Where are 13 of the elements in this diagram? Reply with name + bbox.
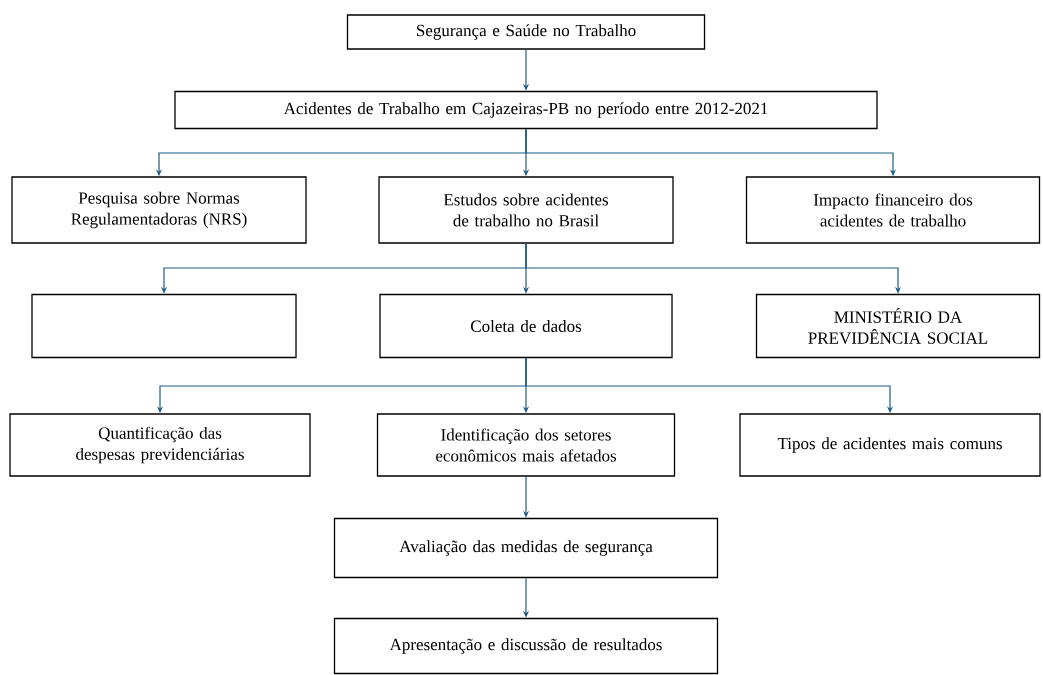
process-box: Acidentes de Trabalho em Cajazeiras-PB no período entre 2012-2021 (174, 90, 878, 130)
process-box: MINISTÉRIO DA PREVIDÊNCIA SOCIAL (755, 293, 1041, 359)
process-box: Estudos sobre acidentes de trabalho no Brasil (378, 176, 674, 244)
process-box: Segurança e Saúde no Trabalho (346, 14, 706, 50)
process-box: Apresentação e discussão de resultados (333, 617, 719, 675)
process-box: Coleta de dados (379, 293, 673, 359)
process-box: Tipos de acidentes mais comuns (739, 413, 1041, 477)
empty-box (31, 293, 297, 359)
process-box: Avaliação das medidas de segurança (333, 517, 719, 579)
process-box: Quantificação das despesas previdenciárias (9, 413, 311, 477)
process-box: Pesquisa sobre Normas Regulamentadoras (NRS) (11, 176, 307, 244)
process-box: Impacto financeiro dos acidentes de trabalho (745, 176, 1041, 244)
process-box: Identificação dos setores econômicos mais afetados (376, 413, 676, 477)
